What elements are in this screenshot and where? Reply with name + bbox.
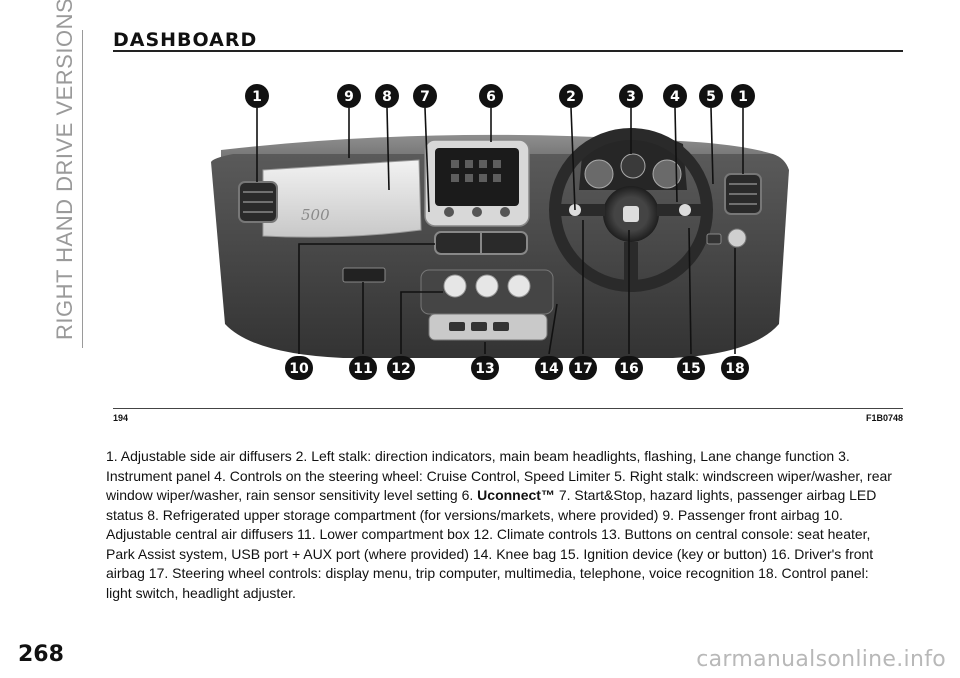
svg-text:17: 17 <box>573 361 592 377</box>
section-title: DASHBOARD <box>113 29 258 51</box>
callout-7: 7 <box>413 84 437 108</box>
callout-1-right: 1 <box>731 84 755 108</box>
svg-text:11: 11 <box>353 361 372 377</box>
callouts-top: 1 9 8 7 6 2 3 4 5 1 <box>245 84 755 108</box>
callout-14: 14 <box>535 356 563 380</box>
ignition-area <box>706 233 722 245</box>
title-rule <box>113 50 903 52</box>
svg-text:7: 7 <box>420 89 430 105</box>
climate-knob-right <box>507 274 531 298</box>
console-buttons <box>428 313 548 341</box>
svg-text:2: 2 <box>566 89 576 105</box>
svg-text:8: 8 <box>382 89 392 105</box>
svg-text:13: 13 <box>475 361 494 377</box>
figure-caption: 1. Adjustable side air diffusers 2. Left… <box>106 447 896 603</box>
caption-brand: Uconnect™ <box>477 487 555 503</box>
svg-text:12: 12 <box>391 361 410 377</box>
figure-number: 194 <box>113 413 129 423</box>
uconnect-screen <box>435 148 519 206</box>
climate-knob-left <box>443 274 467 298</box>
callout-5: 5 <box>699 84 723 108</box>
callout-17: 17 <box>569 356 597 380</box>
svg-text:5: 5 <box>706 89 716 105</box>
figure-rule <box>113 408 903 409</box>
callout-3: 3 <box>619 84 643 108</box>
page-number: 268 <box>18 642 64 667</box>
caption-part-2: 7. Start&Stop, hazard lights, passenger … <box>106 487 877 601</box>
svg-text:1: 1 <box>738 89 748 105</box>
svg-text:6: 6 <box>486 89 496 105</box>
svg-text:9: 9 <box>344 89 354 105</box>
passenger-panel <box>262 159 422 238</box>
dashboard-figure: 500 <box>113 62 903 406</box>
watermark: carmanualsonline.info <box>696 647 946 672</box>
dashboard-illustration: 500 <box>211 84 789 380</box>
svg-text:4: 4 <box>670 89 680 105</box>
svg-text:18: 18 <box>725 361 744 377</box>
svg-text:3: 3 <box>626 89 636 105</box>
callout-8: 8 <box>375 84 399 108</box>
callout-2: 2 <box>559 84 583 108</box>
callout-16: 16 <box>615 356 643 380</box>
callout-10: 10 <box>285 356 313 380</box>
svg-text:15: 15 <box>681 361 700 377</box>
callouts-bottom: 10 11 12 13 14 17 16 15 18 <box>285 356 749 380</box>
callout-15: 15 <box>677 356 705 380</box>
callout-18: 18 <box>721 356 749 380</box>
figure-code: F1B0748 <box>865 413 903 423</box>
callout-12: 12 <box>387 356 415 380</box>
side-title-text: RIGHT HAND DRIVE VERSIONS <box>52 0 77 340</box>
lower-compartment <box>342 267 386 283</box>
caption-part-1: 1. Adjustable side air diffusers 2. Left… <box>106 448 892 503</box>
callout-4: 4 <box>663 84 687 108</box>
climate-knob-center <box>475 274 499 298</box>
callout-13: 13 <box>471 356 499 380</box>
svg-text:14: 14 <box>539 361 559 377</box>
side-rule <box>82 30 83 348</box>
callout-9: 9 <box>337 84 361 108</box>
svg-text:1: 1 <box>252 89 262 105</box>
svg-text:10: 10 <box>289 361 309 377</box>
callout-6: 6 <box>479 84 503 108</box>
badge-500: 500 <box>301 206 330 224</box>
svg-text:16: 16 <box>619 361 638 377</box>
light-switch <box>727 228 747 248</box>
callout-11: 11 <box>349 356 377 380</box>
callout-1-left: 1 <box>245 84 269 108</box>
